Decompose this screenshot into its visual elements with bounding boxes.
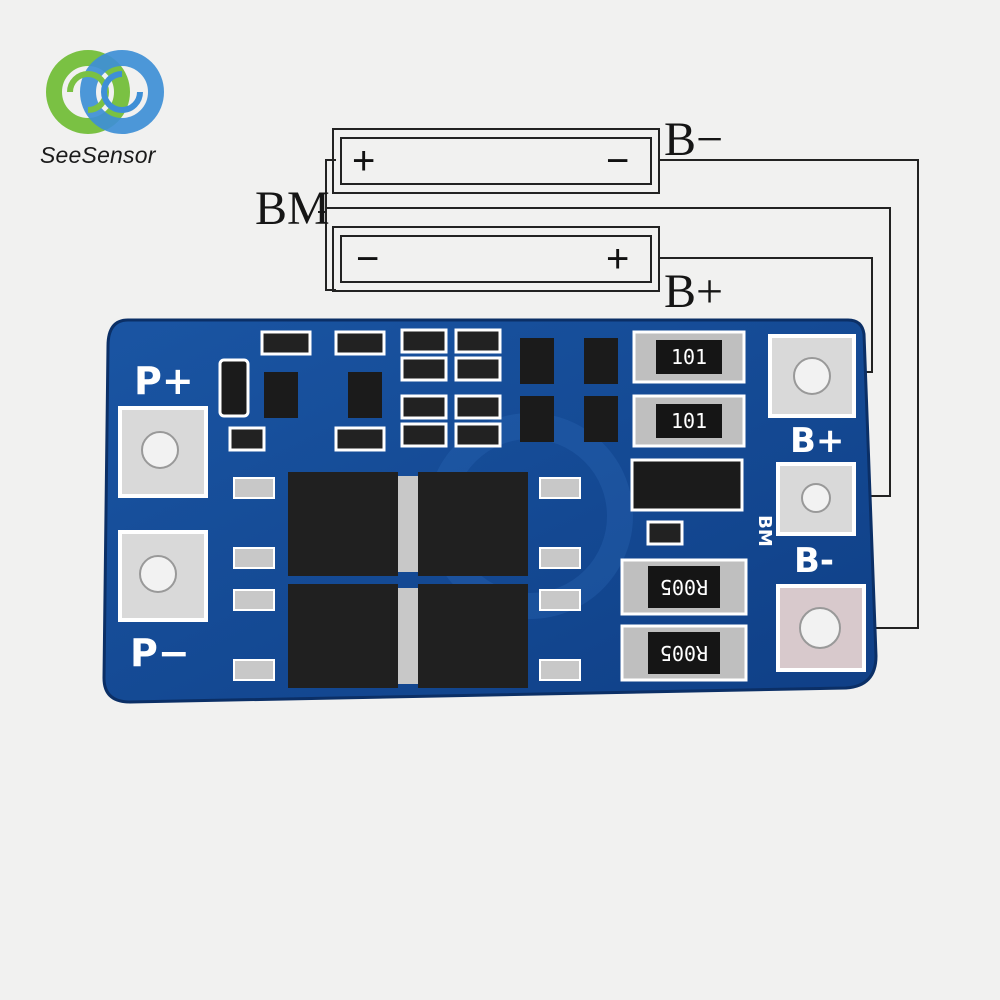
cell-bottom-minus: − [356, 237, 380, 281]
label-p-plus: P+ [134, 359, 194, 403]
label-b-plus-silk: B+ [790, 421, 845, 461]
label-bm: BM [255, 182, 330, 235]
battery-cell-bottom [332, 226, 660, 292]
label-b-minus: B− [664, 113, 724, 166]
resistor-r3-marking: R005 [660, 575, 708, 599]
battery-cell-bottom-inner [340, 235, 652, 283]
resistor-r2-marking: 101 [671, 409, 707, 433]
board-graphic: 101 101 R005 R005 [102, 318, 878, 704]
battery-cell-top [332, 128, 660, 194]
brand-logo-icon [46, 50, 164, 134]
brand-logo [40, 40, 170, 150]
label-p-minus: P− [130, 631, 190, 675]
label-bm-silk: BM [753, 515, 775, 547]
cell-top-minus: − [606, 139, 630, 183]
mosfets [288, 472, 528, 688]
label-b-minus-silk: B- [794, 541, 835, 581]
label-b-plus: B+ [664, 265, 724, 318]
resistor-r1-marking: 101 [671, 345, 707, 369]
battery-cell-top-inner [340, 137, 652, 185]
protection-board: 101 101 R005 R005 [100, 316, 890, 708]
brand-name: SeeSensor [40, 142, 156, 168]
cell-top-plus: + [352, 139, 376, 183]
resistor-r4-marking: R005 [660, 641, 708, 665]
cell-bottom-plus: + [606, 237, 630, 281]
